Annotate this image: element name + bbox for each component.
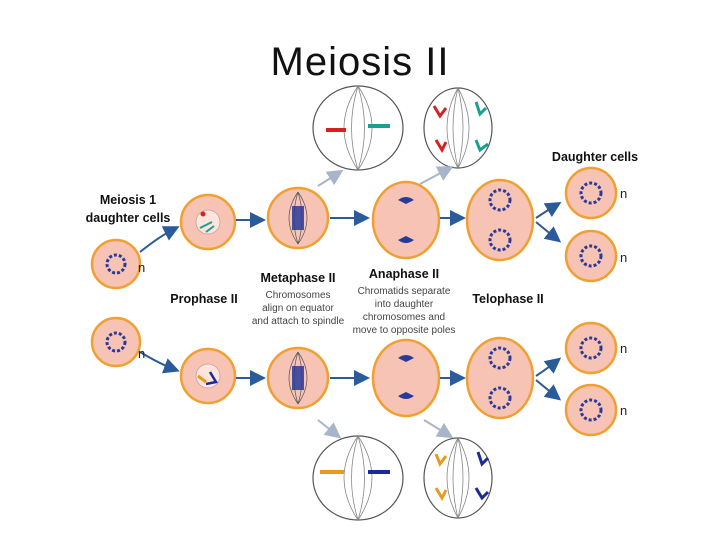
anaphase-desc-2: into daughter <box>375 299 434 310</box>
ploidy-label: n <box>620 341 627 356</box>
cell-metaphase-top <box>266 186 330 250</box>
callout-arrow <box>317 419 342 439</box>
callout-arrow <box>317 169 344 187</box>
cell-prophase-bottom <box>179 347 237 405</box>
cell-anaphase-top <box>371 180 441 260</box>
slide-title: Meiosis II <box>270 40 450 84</box>
anaphase-desc-3: chromosomes and <box>363 312 445 323</box>
daughter-cell-3 <box>564 321 618 375</box>
prophase-label: Prophase II <box>170 292 237 306</box>
anaphase-desc-4: move to opposite poles <box>353 325 456 336</box>
cell-telophase-top <box>465 178 535 262</box>
ploidy-label: n <box>138 260 145 275</box>
ploidy-label: n <box>620 403 627 418</box>
daughter-cell-1 <box>564 166 618 220</box>
metaphase-desc-1: Chromosomes <box>265 290 330 301</box>
cell-prophase-top <box>179 193 237 251</box>
cell-anaphase-bottom <box>371 338 441 418</box>
process-arrows <box>139 201 562 401</box>
meiosis1-label-line1: Meiosis 1 <box>100 193 156 207</box>
spindle-metaphase-top <box>312 85 404 171</box>
metaphase-desc-3: and attach to spindle <box>252 316 345 327</box>
cell-meiosis1-top <box>90 238 142 290</box>
cell-metaphase-bottom <box>266 346 330 410</box>
cell-telophase-bottom <box>465 336 535 420</box>
callout-arrow <box>423 419 454 439</box>
spindle-anaphase-bottom <box>423 437 493 519</box>
telophase-label: Telophase II <box>472 292 543 306</box>
meiosis1-label-line2: daughter cells <box>86 211 171 225</box>
ploidy-label: n <box>620 186 627 201</box>
metaphase-label: Metaphase II <box>260 271 335 285</box>
daughter-cell-2 <box>564 229 618 283</box>
anaphase-label: Anaphase II <box>369 267 439 281</box>
daughter-cells-label: Daughter cells <box>552 150 638 164</box>
ploidy-label: n <box>138 346 145 361</box>
ploidy-label: n <box>620 250 627 265</box>
cell-meiosis1-bottom <box>90 316 142 368</box>
anaphase-desc-1: Chromatids separate <box>358 286 451 297</box>
spindle-anaphase-top <box>423 87 493 169</box>
metaphase-desc-2: align on equator <box>262 303 334 314</box>
daughter-cell-4 <box>564 383 618 437</box>
callout-arrow <box>419 166 454 185</box>
spindle-metaphase-bottom <box>312 435 404 521</box>
